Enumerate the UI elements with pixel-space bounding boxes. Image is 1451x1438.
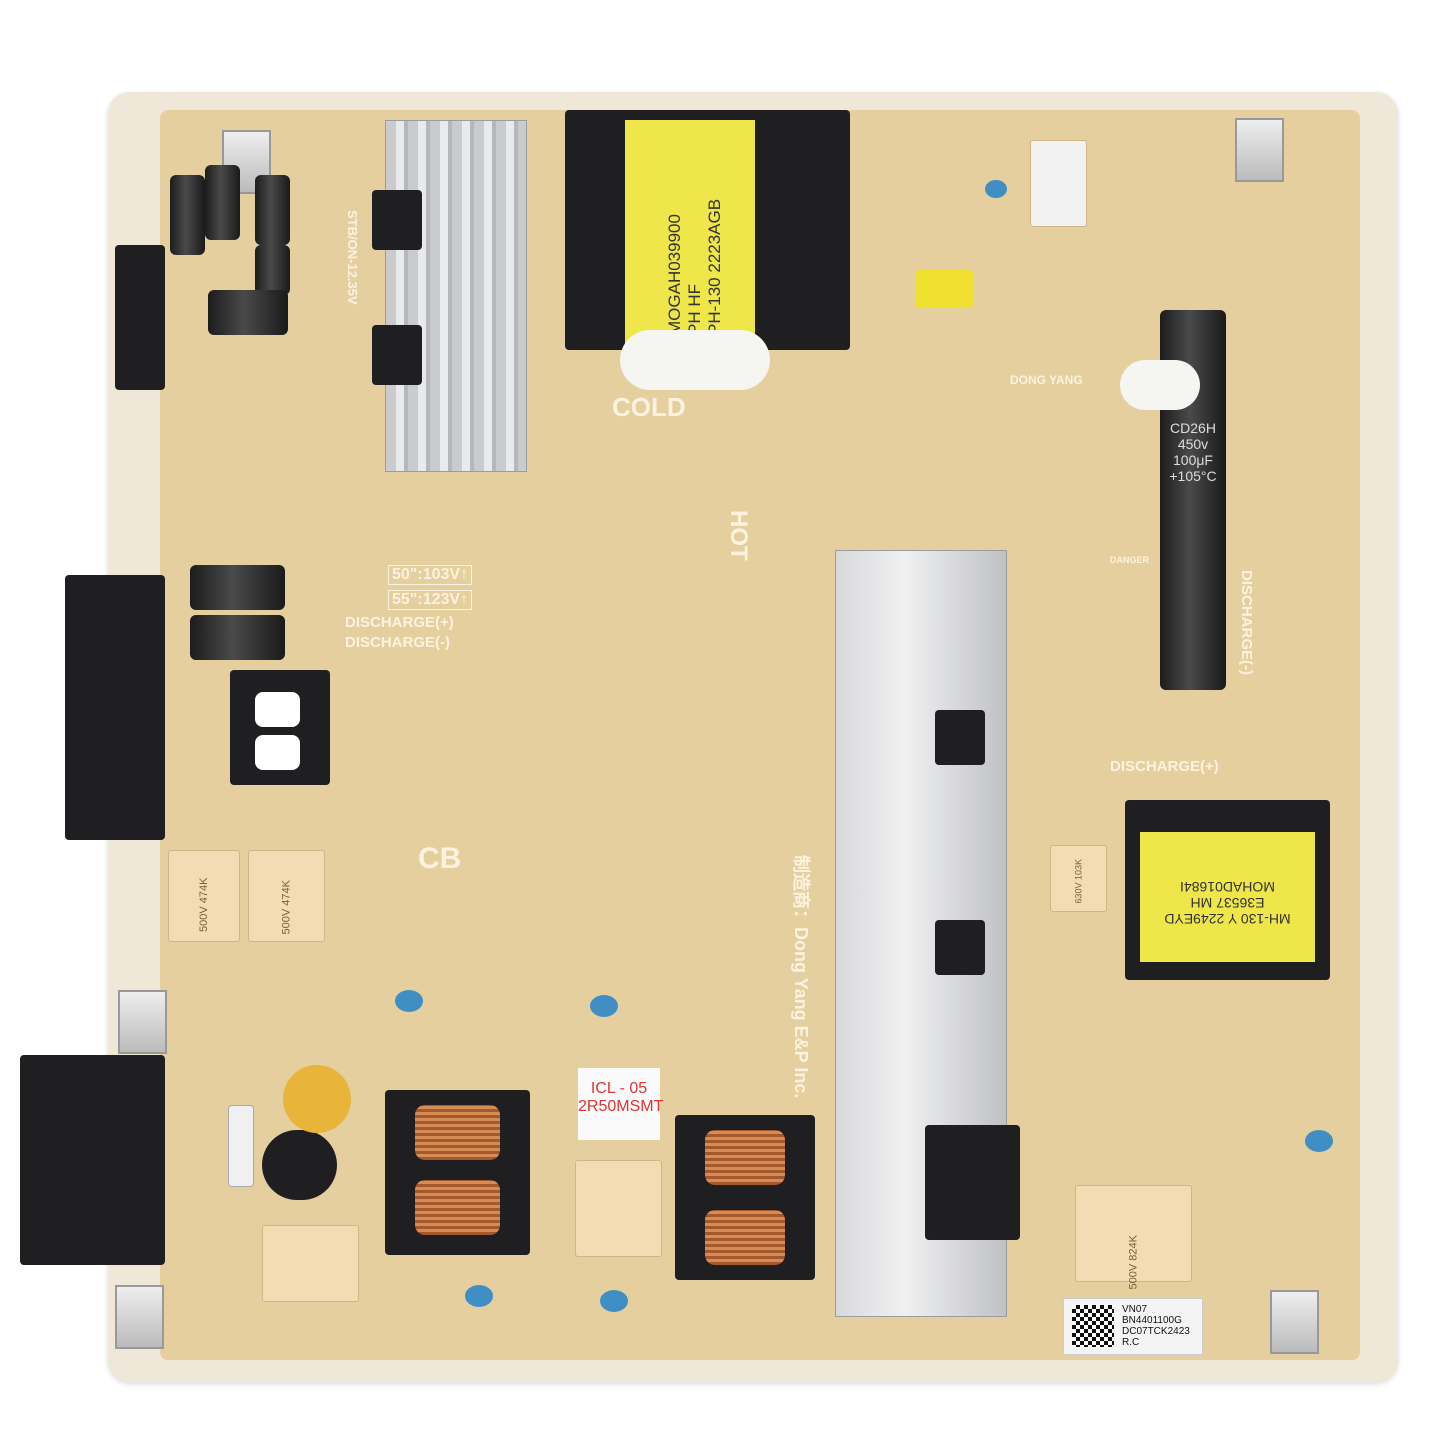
silkscreen-discharge: DISCHARGE(-) [1238, 570, 1255, 675]
transistor [372, 325, 422, 385]
silkscreen-cold: COLD [612, 392, 686, 422]
transistor [935, 710, 985, 765]
silkscreen-stb: STB/ON-12.35V [345, 210, 360, 305]
transformer-tape: MOGAH039900 PH HF PH-130 2223AGB [625, 120, 755, 345]
silkscreen-hot: HOT [725, 510, 752, 561]
transformer-text: PH HF [685, 284, 704, 335]
icl-text: 2R50MSMT [578, 1098, 664, 1115]
silkscreen-voltage: 55":123V↑ [388, 590, 473, 610]
toroid-choke [262, 1130, 337, 1200]
film-capacitor [1030, 140, 1087, 227]
cap-text: +105°C [1169, 468, 1217, 484]
connector-main [65, 575, 165, 840]
common-mode-choke [675, 1115, 815, 1280]
transformer-text: PH-130 2223AGB [705, 198, 724, 335]
ceramic-capacitor [600, 1290, 628, 1312]
qr-code [1072, 1305, 1114, 1347]
mounting-clip [118, 990, 167, 1054]
yellow-capacitor [915, 270, 973, 308]
cap-text: CD26H [1170, 420, 1216, 436]
silkscreen-discharge: DISCHARGE(+) [1110, 758, 1219, 775]
ceramic-capacitor [465, 1285, 493, 1307]
film-capacitor: 500V 474K [248, 850, 325, 942]
mounting-clip [1270, 1290, 1319, 1354]
transformer-text: E36537 MH [1190, 895, 1265, 911]
electrolytic-capacitor [255, 245, 290, 295]
electrolytic-capacitor [190, 615, 285, 660]
connector-top-left [115, 245, 165, 390]
silkscreen-logo: DONG YANG [1010, 373, 1083, 387]
heatsink-primary [385, 120, 527, 472]
common-mode-choke [385, 1090, 530, 1255]
film-capacitor [575, 1160, 662, 1257]
transistor [935, 920, 985, 975]
transformer-text: MOHAD01684I [1180, 879, 1275, 895]
glue-blob [620, 330, 770, 390]
cap-text: 100μF [1173, 452, 1213, 468]
electrolytic-capacitor [205, 165, 240, 240]
electrolytic-capacitor [255, 175, 290, 245]
electrolytic-capacitor [190, 565, 285, 610]
label-text: DC07TCK2423 [1122, 1326, 1190, 1337]
mounting-clip [115, 1285, 164, 1349]
film-capacitor: 630V 103K [1050, 845, 1107, 912]
silkscreen-voltage: 50":103V↑ [388, 565, 473, 585]
ceramic-capacitor [590, 995, 618, 1017]
silkscreen-discharge: DISCHARGE(+) [345, 614, 454, 631]
glue-blob [1120, 360, 1200, 410]
bridge-rectifier [925, 1125, 1020, 1240]
silkscreen-danger: DANGER [1110, 555, 1150, 565]
silkscreen-cb: CB [418, 842, 462, 875]
label-text: VN07 [1122, 1304, 1148, 1315]
ceramic-capacitor [985, 180, 1007, 198]
electrolytic-capacitor [170, 175, 205, 255]
film-capacitor: 500V 824K [1075, 1185, 1192, 1290]
icl-label: ICL - 05 2R50MSMT [578, 1068, 664, 1140]
aux-transformer [230, 670, 330, 785]
film-capacitor [262, 1225, 359, 1302]
transformer-text: MOGAH039900 [665, 214, 684, 335]
transformer-text: MH-130 Y 2249EYD [1164, 911, 1291, 927]
ceramic-capacitor [1305, 1130, 1333, 1152]
icl-text: ICL - 05 [590, 1080, 648, 1097]
silkscreen-discharge: DISCHARGE(-) [345, 634, 450, 651]
electrolytic-capacitor [208, 290, 288, 335]
ceramic-capacitor [395, 990, 423, 1012]
film-capacitor: 500V 474K [168, 850, 240, 942]
fuse [228, 1105, 254, 1187]
transistor [372, 190, 422, 250]
cap-text: 450v [1177, 436, 1209, 452]
qr-label: VN07 BN4401100G DC07TCK2423 R.C [1063, 1298, 1203, 1355]
transformer-tape: MH-130 Y 2249EYD E36537 MH MOHAD01684I [1140, 832, 1315, 962]
varistor [283, 1065, 351, 1133]
label-text: R.C [1122, 1337, 1140, 1348]
label-text: BN4401100G [1122, 1315, 1182, 1326]
mounting-clip [1235, 118, 1284, 182]
ac-inlet [20, 1055, 165, 1265]
silkscreen-manufacturer: 制造商：Dong Yang E&P Inc. [791, 855, 811, 1099]
